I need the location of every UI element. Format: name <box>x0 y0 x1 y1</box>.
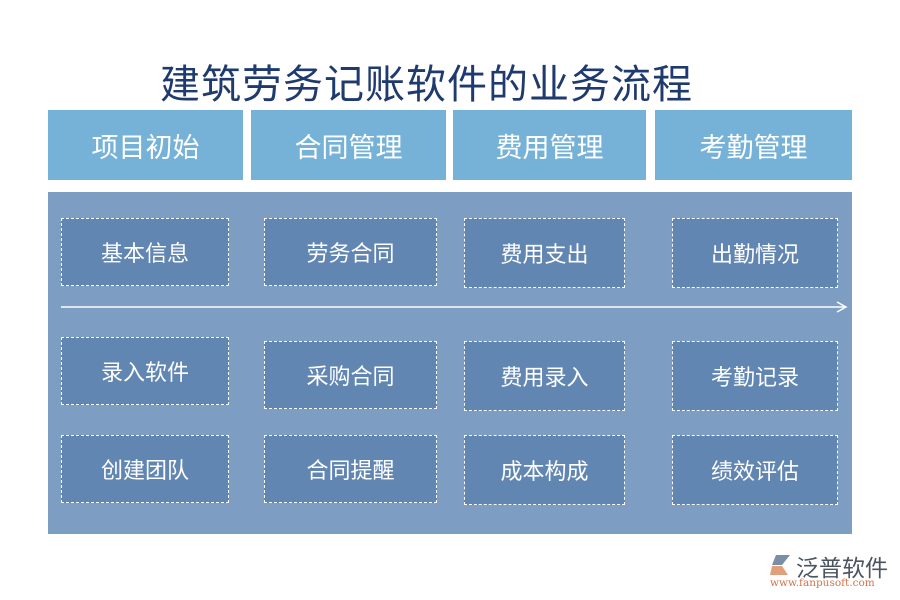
step-cost-composition: 成本构成 <box>464 435 625 505</box>
step-enter-software: 录入软件 <box>61 337 229 405</box>
column-header-contract: 合同管理 <box>251 110 446 180</box>
diagram-title: 建筑劳务记账软件的业务流程 <box>160 62 693 108</box>
step-expense-payment: 费用支出 <box>464 218 625 288</box>
step-contract-reminder: 合同提醒 <box>264 435 437 503</box>
fanpu-logo-icon <box>770 555 790 575</box>
step-basic-info: 基本信息 <box>61 218 229 286</box>
column-header-expense: 费用管理 <box>453 110 646 180</box>
step-labor-contract: 劳务合同 <box>264 218 437 286</box>
fanpu-logo: 泛普软件 www.fanpusoft.com <box>768 552 893 592</box>
step-performance-review: 绩效评估 <box>672 435 838 505</box>
step-create-team: 创建团队 <box>61 435 229 503</box>
logo-url: www.fanpusoft.com <box>770 577 875 589</box>
step-attendance-record: 考勤记录 <box>672 341 838 411</box>
column-header-attendance: 考勤管理 <box>655 110 852 180</box>
step-attendance-status: 出勤情况 <box>672 218 838 288</box>
step-expense-entry: 费用录入 <box>464 341 625 411</box>
flow-arrow-icon <box>61 301 848 313</box>
column-header-project-init: 项目初始 <box>48 110 243 180</box>
logo-brand-name: 泛普软件 <box>796 556 888 582</box>
step-purchase-contract: 采购合同 <box>264 341 437 409</box>
